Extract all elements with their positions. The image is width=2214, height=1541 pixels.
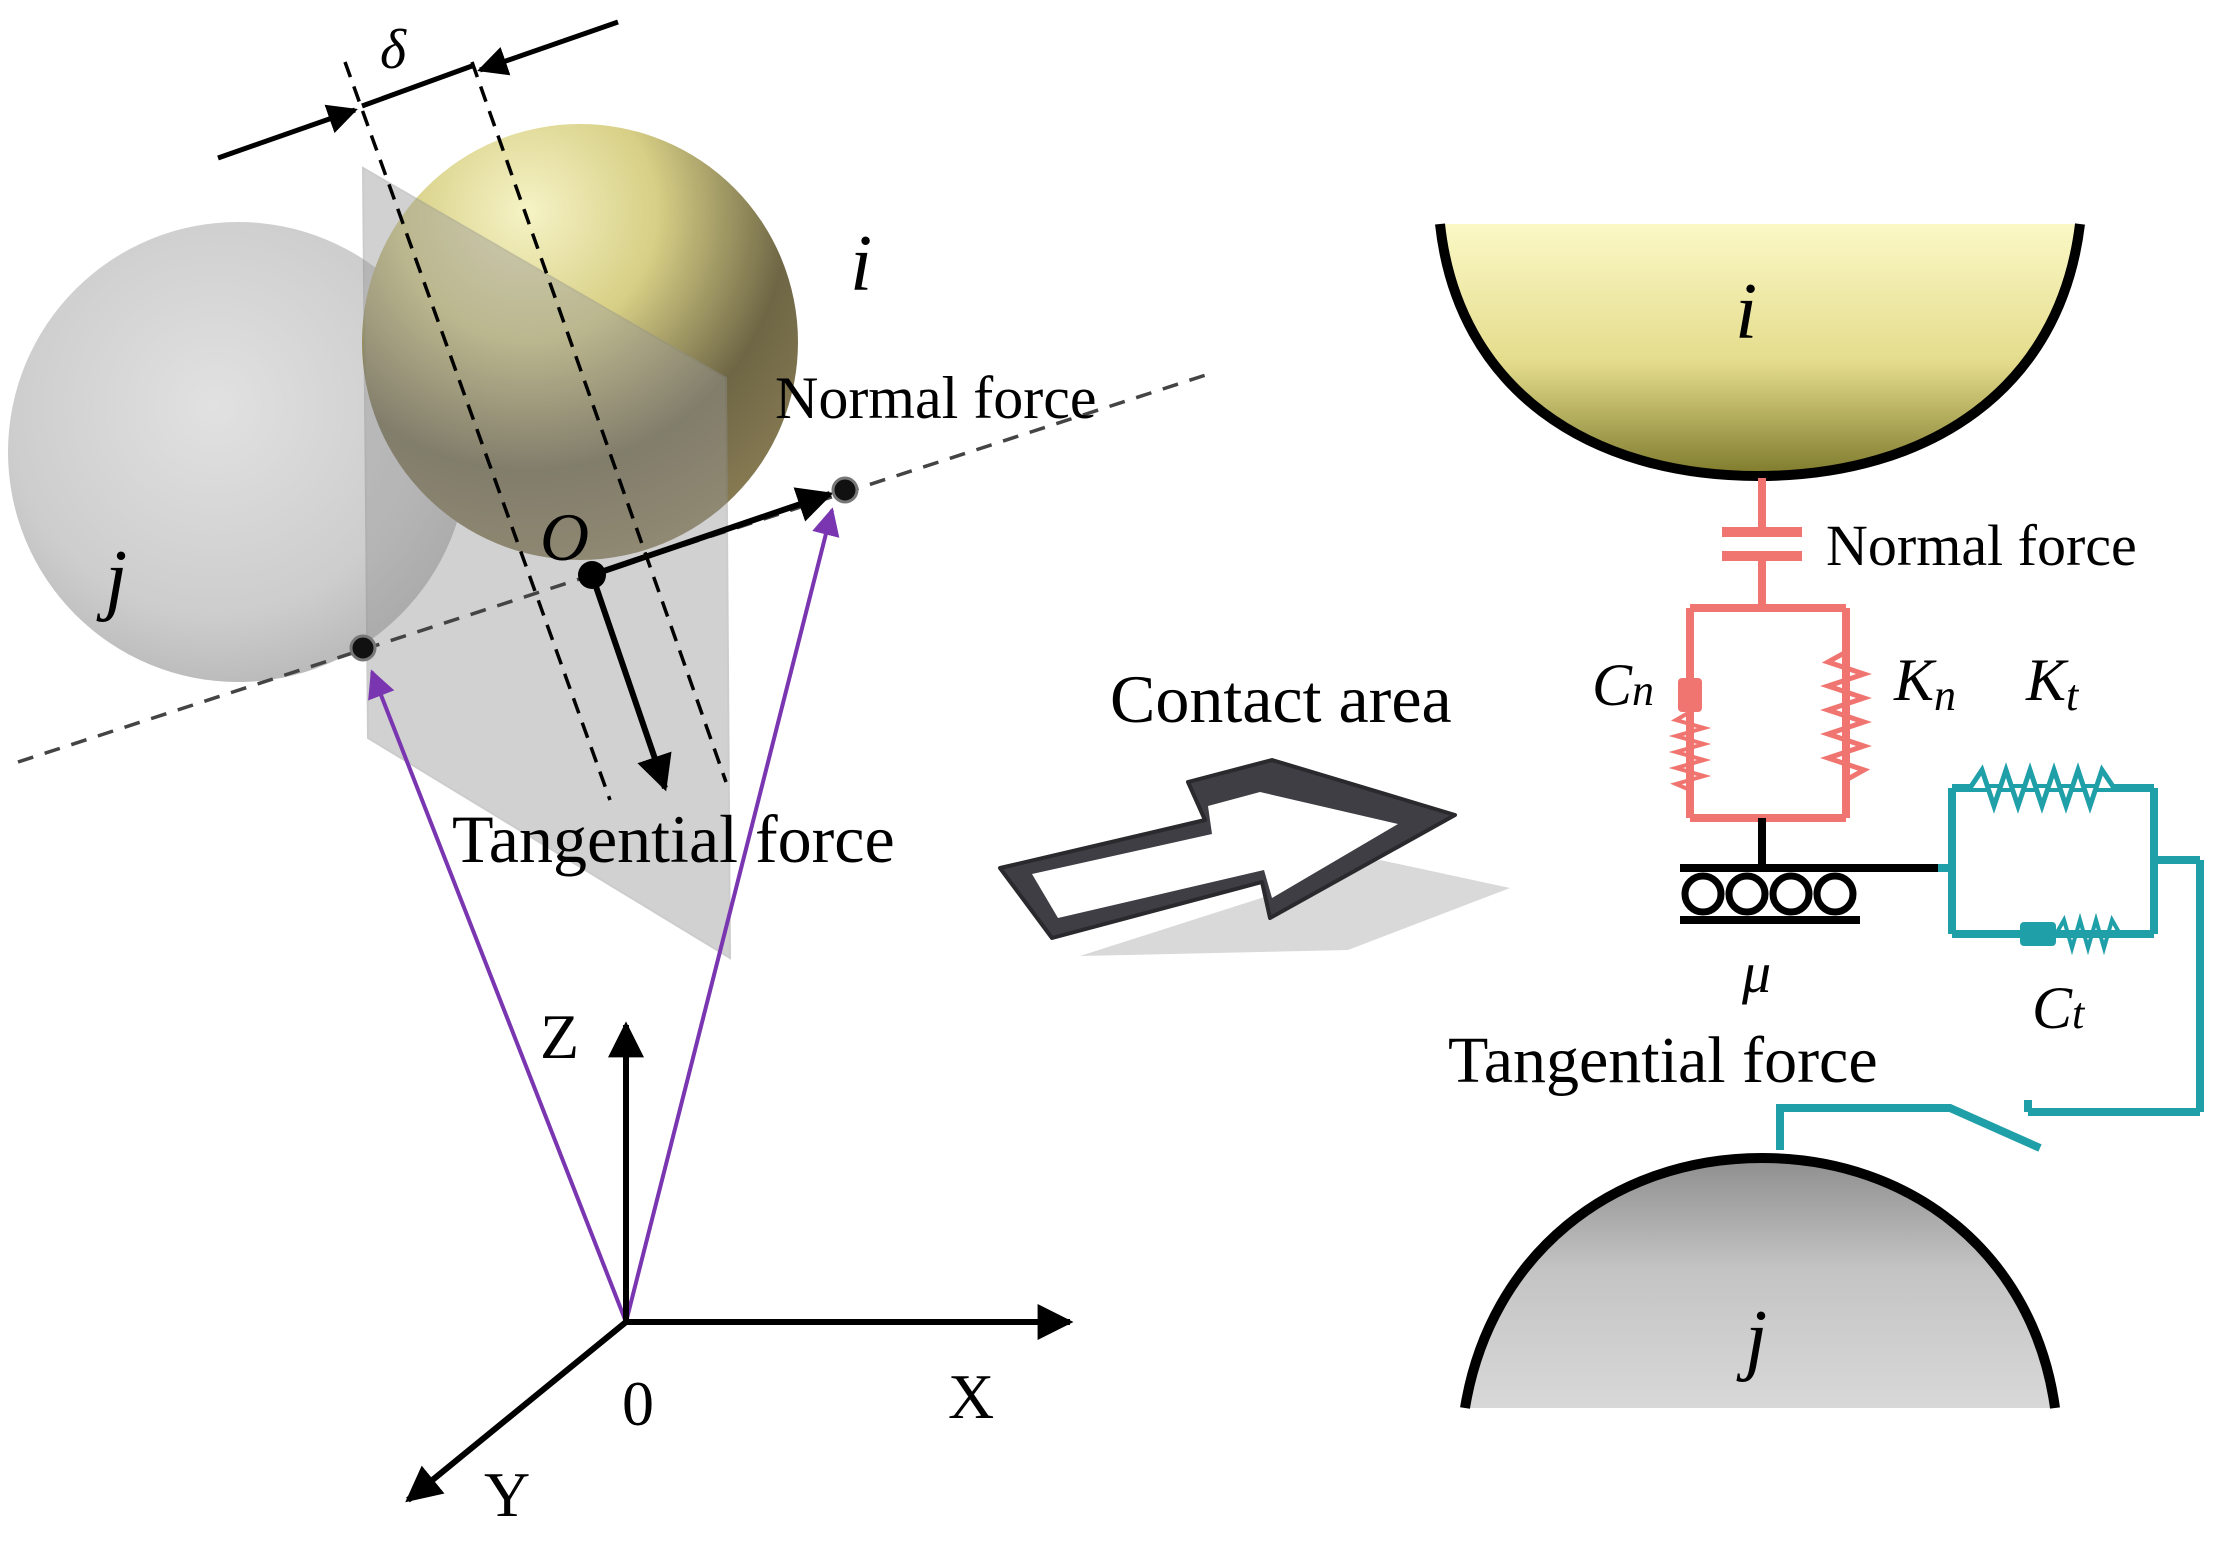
position-vector-i bbox=[624, 507, 840, 1323]
tangential-force-label: Tangential force bbox=[452, 801, 895, 877]
contact-area-label: Contact area bbox=[1110, 661, 1452, 737]
z-axis-label: Z bbox=[540, 1001, 579, 1072]
body-i-label: i bbox=[1735, 268, 1757, 356]
contact-scene: δ i j O Normal force Tangential force bbox=[8, 19, 1216, 1323]
normal-force-model-label: Normal force bbox=[1826, 513, 2137, 578]
y-axis-label: Y bbox=[484, 1459, 530, 1530]
delta-label: δ bbox=[380, 19, 407, 81]
contact-force-model: i j Normal force Cn Kn bbox=[1435, 223, 2204, 1409]
friction-roller-block bbox=[1680, 818, 1938, 924]
coordinate-axes: Z X Y 0 bbox=[405, 1001, 1074, 1530]
penetration-boundary-right bbox=[470, 61, 728, 783]
cn-label: Cn bbox=[1592, 652, 1654, 718]
sphere-j bbox=[8, 222, 468, 682]
position-vector-j bbox=[368, 669, 628, 1323]
damper-cn-icon bbox=[1668, 678, 1712, 792]
sphere-i-label: i bbox=[850, 220, 872, 308]
normal-contact-model bbox=[1668, 478, 1872, 822]
contact-point-o bbox=[578, 561, 606, 589]
penetration-boundary-left bbox=[343, 61, 612, 801]
tangential-contact-model bbox=[1776, 762, 2204, 1152]
ct-label: Ct bbox=[2032, 975, 2086, 1041]
body-i bbox=[1440, 224, 2080, 476]
damper-ct-icon bbox=[2020, 912, 2122, 956]
tangential-force-arrow bbox=[589, 574, 672, 792]
axis-origin-label: 0 bbox=[622, 1368, 654, 1439]
body-j bbox=[1465, 1158, 2055, 1408]
x-axis-label: X bbox=[948, 1361, 994, 1432]
center-i bbox=[831, 476, 859, 504]
center-j bbox=[349, 634, 377, 662]
spring-kn-icon bbox=[1820, 640, 1872, 818]
normal-force-arrow bbox=[591, 487, 834, 578]
friction-mu-label: μ bbox=[1741, 940, 1771, 1005]
contact-area-arrow: Contact area bbox=[998, 661, 1510, 956]
normal-force-label: Normal force bbox=[775, 365, 1097, 431]
tangential-force-model-label: Tangential force bbox=[1448, 1024, 1878, 1097]
kt-label: Kt bbox=[2025, 647, 2080, 720]
spring-kt-icon bbox=[1967, 762, 2117, 814]
y-axis bbox=[405, 1319, 628, 1503]
penetration-dimension bbox=[217, 19, 619, 161]
sphere-i bbox=[362, 124, 798, 560]
kn-label: Kn bbox=[1893, 647, 1956, 720]
origin-o-label: O bbox=[540, 499, 589, 575]
